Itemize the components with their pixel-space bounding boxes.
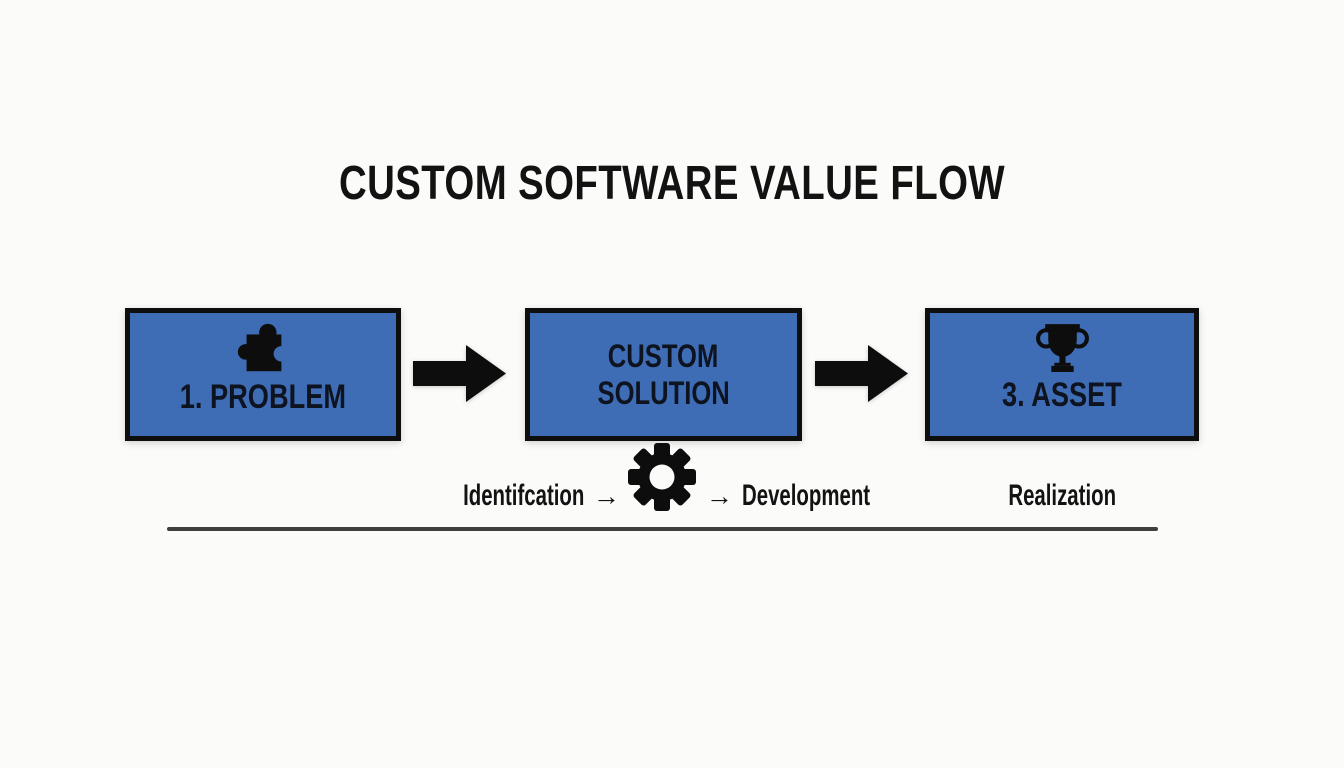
arrow-right-icon (815, 345, 908, 402)
identification-text: Identifcation (462, 479, 584, 512)
puzzle-icon (231, 319, 295, 377)
gear-icon (628, 443, 696, 511)
arrow-right-glyph: → (706, 481, 733, 511)
asset-box: 3. ASSET (925, 308, 1199, 441)
problem-box-label: 1. PROBLEM (179, 378, 347, 416)
problem-box: 1. PROBLEM (125, 308, 401, 441)
identification-label: Identifcation → (340, 480, 620, 512)
diagram-title: CUSTOM SOFTWARE VALUE FLOW (338, 157, 1005, 210)
baseline-rule (167, 527, 1158, 531)
asset-box-label: 3. ASSET (1002, 376, 1122, 414)
realization-text: Realization (1008, 479, 1116, 512)
development-label: → Development (706, 480, 930, 512)
solution-box-label-line2: SOLUTION (597, 374, 730, 411)
development-text: Development (742, 479, 871, 512)
arrow-right-glyph: → (593, 481, 620, 511)
realization-label: Realization (925, 480, 1199, 511)
trophy-icon (1034, 319, 1091, 372)
solution-box: CUSTOM SOLUTION (525, 308, 802, 441)
solution-box-label-line1: CUSTOM (608, 337, 719, 374)
arrow-right-icon (413, 345, 506, 402)
